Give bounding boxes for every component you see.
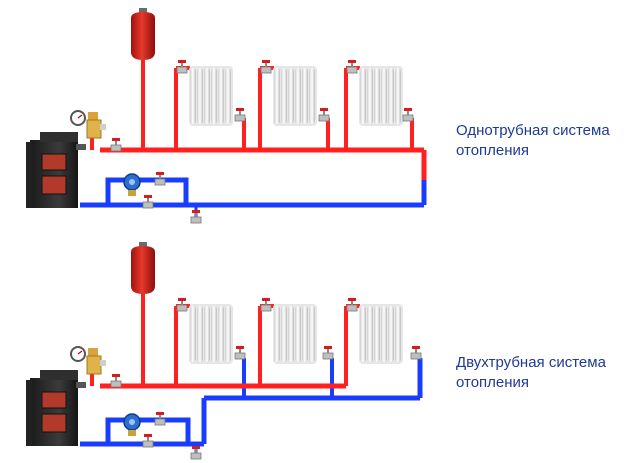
valve-icon: [190, 445, 202, 460]
boiler-icon: [25, 369, 87, 447]
return-pipe: [80, 177, 427, 222]
single-pipe-diagram: [25, 8, 427, 224]
radiator-icon: [359, 66, 403, 126]
two-pipe-caption: Двухтрубная система отопления: [456, 353, 606, 393]
expansion-tank-icon: [131, 242, 155, 294]
radiator-icon: [359, 304, 403, 364]
valve-icon: [110, 373, 122, 388]
valve-icon: [190, 209, 202, 224]
two-pipe-diagram: [25, 242, 423, 460]
valve-icon: [142, 433, 154, 448]
circulation-pump-icon: [123, 173, 141, 197]
valve-icon: [142, 194, 154, 209]
boiler-icon: [25, 131, 87, 209]
caption-line-1: Двухтрубная система: [456, 354, 606, 371]
valve-icon: [318, 107, 330, 122]
pressure-gauge-icon: [70, 346, 107, 375]
radiator-icon: [189, 304, 233, 364]
supply-pipe: [90, 290, 360, 389]
expansion-tank-icon: [131, 8, 155, 60]
caption-line-1: Однотрубная система: [456, 122, 610, 139]
valve-icon: [234, 107, 246, 122]
radiator-icon: [273, 66, 317, 126]
circulation-pump-icon: [123, 413, 141, 437]
radiator-icon: [273, 304, 317, 364]
valve-icon: [234, 345, 246, 360]
valve-icon: [110, 137, 122, 152]
valve-icon: [402, 107, 414, 122]
single-pipe-caption: Однотрубная система отопления: [456, 121, 610, 161]
caption-line-2: отопления: [456, 374, 530, 391]
valve-icon: [322, 345, 334, 360]
valve-icon: [410, 345, 422, 360]
return-pipe: [80, 358, 423, 458]
radiator-icon: [189, 66, 233, 126]
caption-line-2: отопления: [456, 142, 530, 159]
